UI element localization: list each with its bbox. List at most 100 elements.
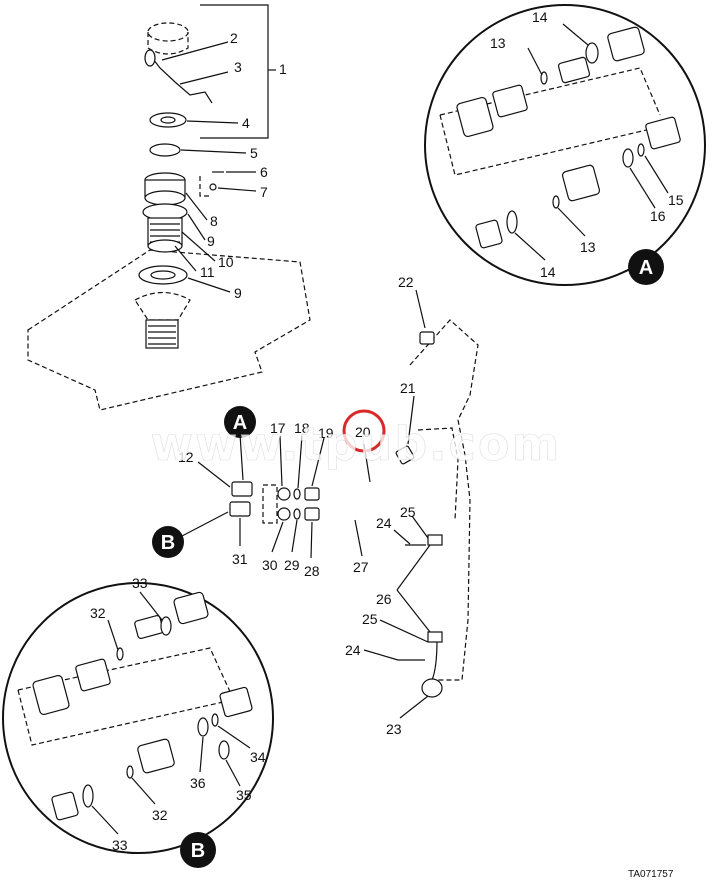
screen-bottom [147,239,183,253]
leader-26b [396,589,431,633]
washer-hole [160,116,176,124]
callout-1: 1 [279,61,287,77]
callout-24a: 24 [376,515,392,531]
callout-2: 2 [230,30,238,46]
leader-5 [180,149,247,154]
callout-a-14: 14 [532,9,548,25]
detail-b-end-top [173,591,209,625]
oring-29 [293,508,301,520]
callout-b-33: 33 [132,575,148,591]
hose-assembly [181,289,479,719]
leader-dash [199,176,212,197]
leader-9b [187,277,231,293]
leader-27 [354,519,363,557]
lower-screen-mesh [148,325,176,345]
elbow-22 [419,331,435,345]
leader-17 [279,435,283,487]
engine-outline [409,319,479,681]
detail-a-seal-16 [622,148,634,168]
callout-7: 7 [260,184,268,200]
cap-body [147,32,189,55]
chain-ring [144,49,156,67]
detail-b-oring-33b [82,784,94,808]
callout-a-13: 13 [490,35,506,51]
detail-b-oring-32 [116,647,124,661]
leader-b36 [199,736,204,773]
detail-a-end-low [645,116,681,150]
strainer-assembly [27,4,311,411]
callout-9b: 9 [234,285,242,301]
leader-9a [187,213,206,241]
elbow-23 [421,678,443,698]
screen-mesh [150,223,180,243]
gasket-plate [262,484,278,524]
callout-28: 28 [304,563,320,579]
detail-b-union-top [134,615,164,639]
leader-4 [186,120,239,124]
lower-gasket-hole [150,270,176,280]
hose-27-inner [334,480,439,640]
callout-21: 21 [400,380,416,396]
bracket-1 [200,4,269,139]
detail-a-cap-low [475,219,503,249]
detail-a-oring-13b [552,195,560,209]
hose-20-inner [329,455,403,497]
detail-a-oring-14b [506,210,518,234]
callout-8: 8 [210,213,218,229]
callout-22: 22 [398,274,414,290]
detail-b-seal-36 [197,717,209,737]
oring-18 [293,488,301,500]
detail-b-nut-top [75,658,111,692]
detail-a-fitting-low [561,164,601,202]
detail-b-oring-33 [160,616,172,636]
leader-2 [161,41,229,61]
fitting-19 [304,487,320,501]
detail-a-end-top [607,26,645,62]
leader-25a [411,515,429,539]
leader-b32b [131,777,156,805]
leader-21 [407,395,415,445]
lockwasher-part [209,183,217,191]
leader-11 [174,245,197,272]
detail-b-fitting-top [32,674,70,716]
callout-29: 29 [284,557,300,573]
main-b-badge [152,526,184,558]
leader-a14b [514,232,546,261]
leader-b33 [139,591,163,621]
leader-b35 [225,759,241,787]
callout-b-36: 36 [190,775,206,791]
callout-b-33b: 33 [112,837,128,853]
leader-8 [185,192,208,221]
detail-b-circle [2,582,274,854]
callout-a-13b: 13 [580,239,596,255]
hose-27-bend [431,639,438,681]
leader-a13b [557,207,586,237]
callout-25b: 25 [362,611,378,627]
callout-24b: 24 [345,642,361,658]
main-a-badge-label: A [233,412,247,434]
detail-a-union-top [557,56,591,84]
clamp-upper [427,534,443,546]
leader-28 [310,521,313,559]
leader-b32 [107,619,119,651]
callout-11: 11 [200,264,215,280]
leader-a16 [629,167,656,209]
figure-reference: TA071757 [628,869,674,880]
detail-b-fitting-low [137,738,175,774]
detail-b-badge [180,832,216,868]
adapter-31 [229,501,251,517]
main-callouts: 22 21 17 18 19 20 12 31 30 29 28 27 24 2… [152,274,416,737]
callout-26: 26 [376,591,392,607]
leader-a13 [527,47,543,76]
callout-17: 17 [270,420,286,436]
callout-12: 12 [178,449,194,465]
nut-30 [277,507,291,521]
callout-6: 6 [260,164,268,180]
detail-b: 32 33 34 36 35 32 33 B [2,575,274,868]
leader-25b [379,619,429,643]
detail-b-end-low [219,686,253,718]
callout-27: 27 [353,559,369,575]
callout-9a: 9 [207,233,215,249]
leader-b33b [91,805,119,835]
detail-a-oring-13 [540,71,548,85]
